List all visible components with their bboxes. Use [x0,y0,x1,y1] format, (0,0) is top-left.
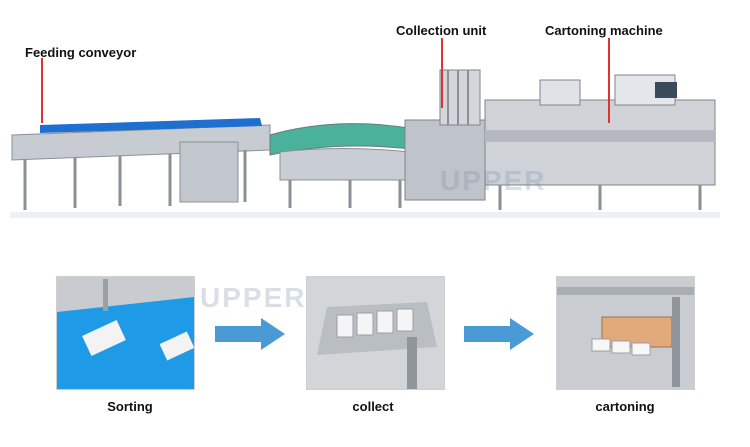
sorting-photo [56,276,195,390]
sorting-caption: Sorting [107,399,153,414]
cartoning-machine-label: Cartoning machine [545,23,663,38]
sorting-scene [57,277,194,389]
collect-caption: collect [352,399,394,414]
arrow-right-icon [215,318,285,350]
machine-line-drawing [10,69,720,218]
collect-scene [307,277,444,389]
cartoning-scene [557,277,694,389]
cartoning-photo [556,276,695,390]
collect-photo [306,276,445,390]
watermark-bottom: UPPER [200,282,307,313]
feeding-pointer-line [41,58,43,123]
cartoning-pointer-line [608,38,610,123]
collection-pointer-line [441,38,443,108]
arrow-right-icon-2 [464,318,534,350]
watermark-top: UPPER [440,165,547,196]
arrow-sorting-to-collect [215,318,285,355]
collection-unit-label: Collection unit [396,23,487,38]
feeding-conveyor-label: Feeding conveyor [25,45,137,60]
machine-line-image [0,30,750,230]
arrow-collect-to-cartoning [464,318,534,355]
cartoning-caption: cartoning [595,399,655,414]
